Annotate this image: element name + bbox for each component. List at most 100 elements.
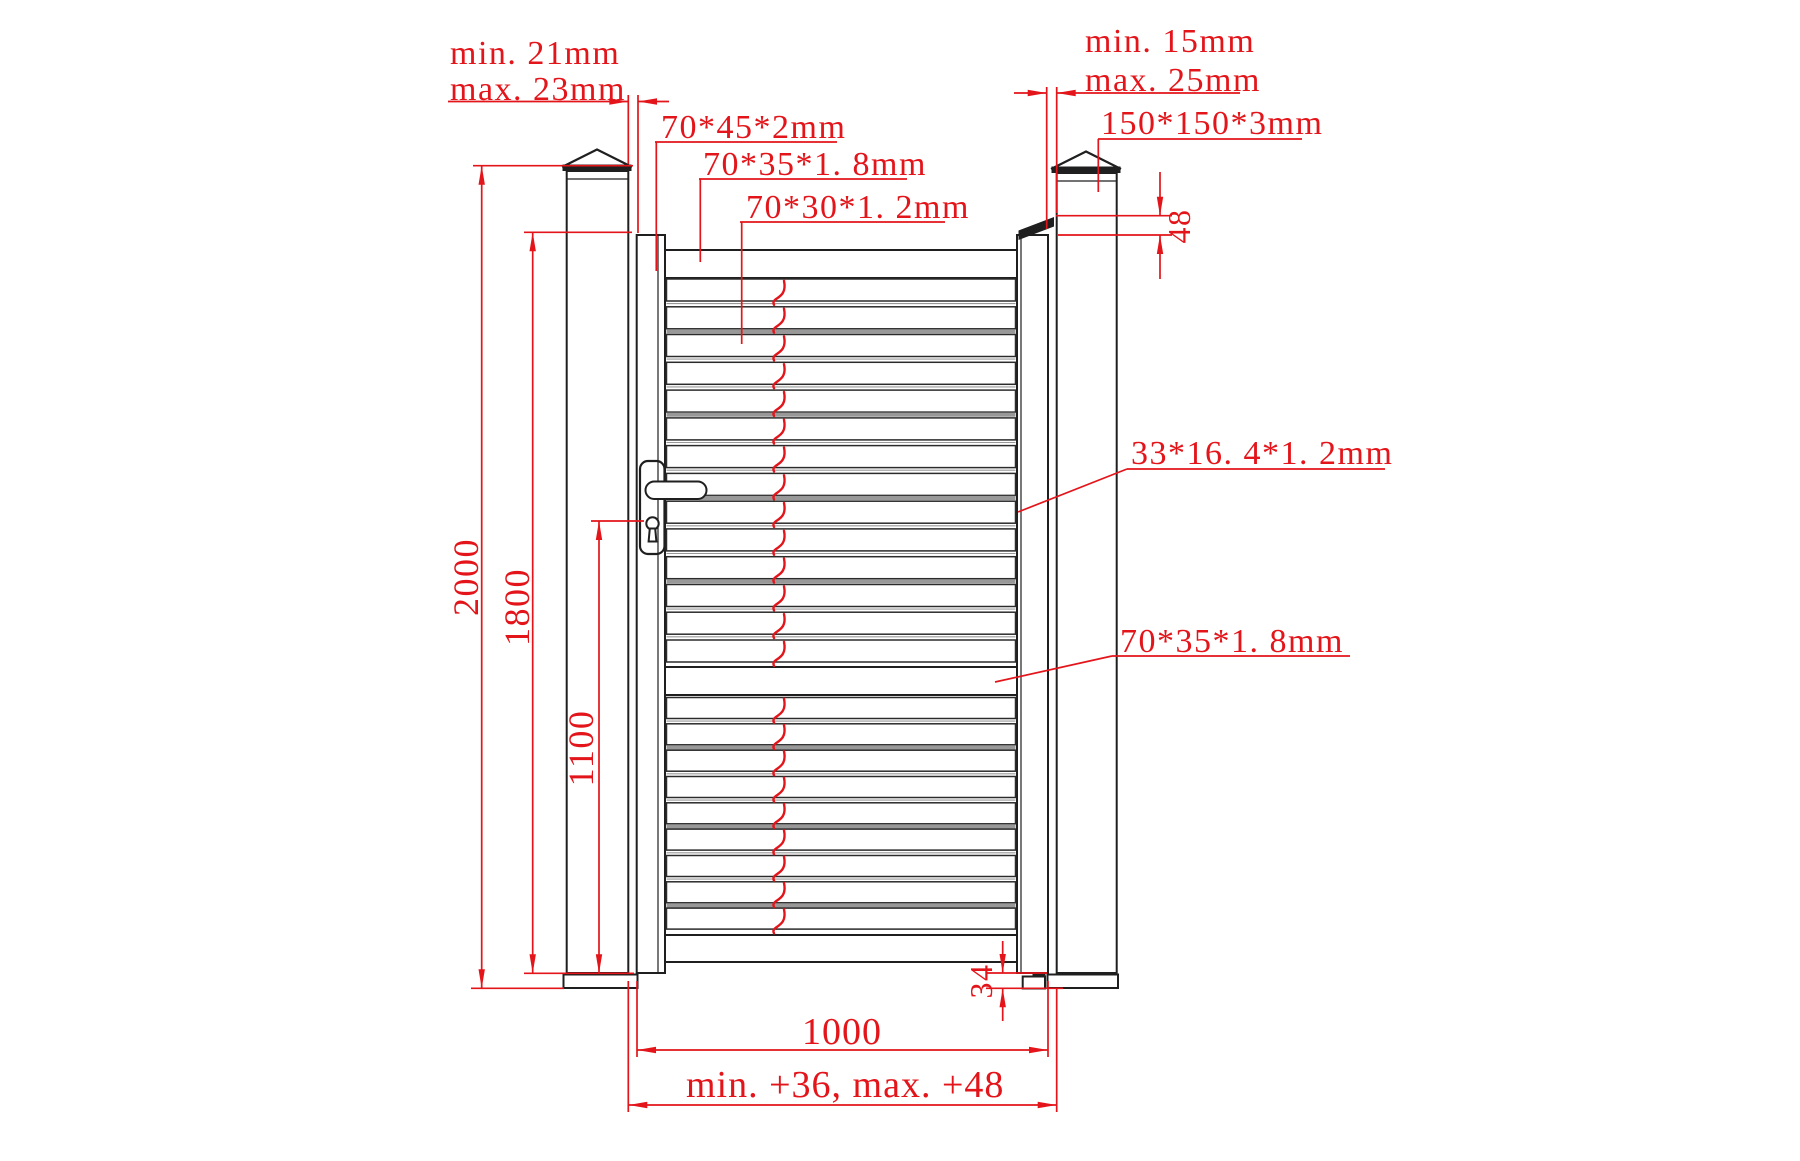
dim-gate-height: 1800 [497,568,537,646]
break-mark [772,418,786,445]
louver-slat [665,611,1017,635]
dim-arrow [595,521,603,540]
louver-slat [665,775,1017,799]
label-louver-profile: 33*16. 4*1. 2mm [1131,435,1394,472]
latch-foot-block-top [1032,972,1046,978]
louver-slat [665,639,1017,663]
break-mark [772,557,786,584]
dim-arrow [1156,196,1164,216]
louver-slat [665,854,1017,878]
dim-top-offset: 48 [1161,208,1197,244]
left-post-cap-bar [562,164,632,171]
left-post-body [565,170,630,974]
dim-arrow [1029,1046,1048,1054]
break-mark [772,307,786,334]
dim-opening-width: min. +36, max. +48 [686,1064,1005,1106]
label-right-gap-min: min. 15mm [1085,23,1256,60]
latch-stile-cover [1018,217,1054,240]
top-rail [664,249,1018,279]
louver-slat [665,907,1017,930]
middle-rail [664,666,1018,696]
dim-arrow [529,232,536,252]
dim-arrow [609,98,629,105]
louver-slat [665,696,1017,720]
break-mark [772,723,786,751]
break-mark [772,881,786,909]
louver-slat [665,278,1017,302]
leader-mid-rail-profile [994,655,1113,683]
louver-slat [665,306,1017,330]
louver-slat [665,528,1017,552]
right-post [1046,150,1122,989]
break-mark [772,446,786,473]
break-mark [772,279,786,307]
right-post-cap-icon [1050,150,1122,170]
break-mark [772,612,786,640]
louver-slat [665,361,1017,386]
louver-slat [665,802,1017,825]
keyhole-slot-icon [647,527,658,543]
label-right-gap-max: max. 25mm [1085,62,1261,99]
dim-arrow [1027,89,1047,97]
louver-slat [665,333,1017,358]
louver-slat [665,389,1017,413]
dimension-arrows [478,89,1164,1109]
dim-arrow [1156,235,1164,254]
louver-slat [665,444,1017,469]
hinge-stile [635,234,667,974]
louver-break-marks [772,279,786,935]
break-mark [772,474,786,501]
label-left-gap-max: max. 23mm [450,71,626,108]
lock-assembly [638,459,708,556]
break-mark [772,908,786,935]
dim-arrow [1056,89,1076,97]
break-mark [772,501,786,529]
louver-slat [665,472,1017,497]
dim-arrow [638,98,657,105]
louver-panels [665,278,1017,930]
dim-arrow [478,969,485,989]
break-mark [772,697,786,724]
break-mark [772,829,786,856]
louver-slat [665,749,1017,772]
bottom-rail [664,934,1018,963]
break-mark [772,855,786,882]
break-mark [772,529,786,556]
dim-arrow [999,988,1006,1008]
break-mark [772,640,786,668]
dim-arrow [595,954,603,974]
louver-slat [665,500,1017,524]
right-post-base [1046,973,1119,989]
break-mark [772,363,786,390]
break-mark [772,390,786,418]
louver-slat [665,828,1017,851]
left-post-base [562,973,639,989]
dim-arrow [1037,1101,1057,1109]
dim-post-height: 2000 [446,538,486,616]
latch-stile [1016,234,1049,974]
label-stile-profile: 70*45*2mm [661,109,847,146]
label-post-profile: 150*150*3mm [1101,105,1324,142]
louver-slat [665,881,1017,904]
louver-slat [665,555,1017,580]
leader-louver-profile [1017,468,1128,513]
dim-lock-height: 1100 [561,709,601,787]
door-handle [644,480,708,500]
dim-arrow [478,165,485,185]
dim-arrow [529,954,536,974]
break-mark [772,585,786,612]
left-post-cap-icon [561,148,633,168]
break-mark [772,802,786,830]
dim-foot-clearance: 34 [963,963,999,999]
louver-slat [665,583,1017,608]
dim-arrow [999,954,1006,973]
dim-arrow [628,1101,648,1109]
lock-plate [638,459,666,556]
louver-slat [665,417,1017,441]
dim-gate-width: 1000 [802,1011,882,1053]
label-left-gap-min: min. 21mm [450,35,621,72]
break-mark [772,335,786,362]
latch-foot-block [1021,975,1047,990]
